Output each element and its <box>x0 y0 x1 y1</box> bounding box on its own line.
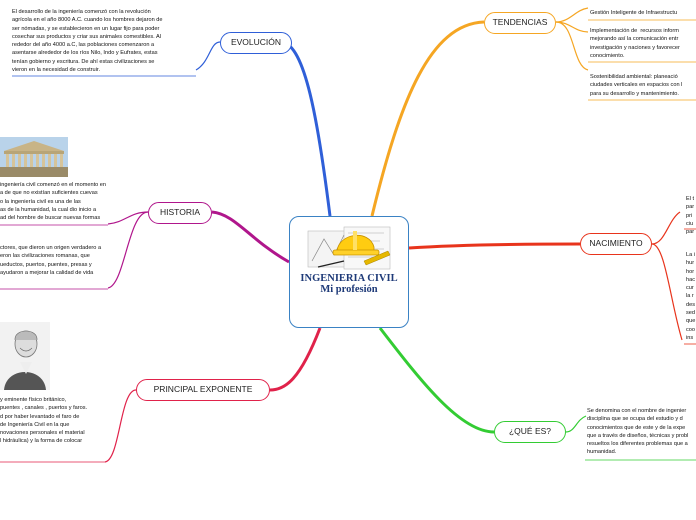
note-line: des <box>686 301 696 308</box>
note-line: la r <box>686 293 694 300</box>
note-line: a de que no existían suficientes cuevas <box>0 190 98 197</box>
engineering-illustration <box>307 226 391 270</box>
note-line: que a través de diseños, técnicas y prob… <box>587 432 689 439</box>
note-line: humanidad. <box>587 449 617 456</box>
note-line: l hidráulica) y la forma de colocar <box>0 438 83 445</box>
note-line: investigación y naciones y favorecer <box>590 44 680 51</box>
historia-note-2: ctores, que dieron un origen verdadero a… <box>0 244 112 289</box>
note-line: ingeniería civil comenzó en el momento e… <box>0 182 107 188</box>
note-line: disciplina que se ocupa del estudio y d <box>587 416 683 423</box>
note-line: de Ingeniería Civil en la que <box>0 421 70 428</box>
link-nacimiento-note1 <box>651 211 681 245</box>
branch-evolucion[interactable]: EVOLUCIÓN <box>220 32 292 54</box>
note-line: ueductos, puertos, puentes, presas y <box>0 261 92 268</box>
que-es-note: Se denomina con el nombre de ingenier dis… <box>587 407 696 460</box>
link-principal-note <box>104 389 137 463</box>
central-topic-title: INGENIERIA CIVIL Mi profesión <box>300 273 398 295</box>
link-evolucion <box>281 40 332 217</box>
branch-historia[interactable]: HISTORIA <box>148 202 212 224</box>
note-line: Implementación de recursos inform <box>590 28 679 34</box>
link-principal <box>269 327 322 392</box>
tendencias-note-2: Implementación de recursos inform mejoran… <box>590 27 696 62</box>
note-line: pri <box>686 212 693 219</box>
note-line: par <box>686 204 695 211</box>
link-que-es-note <box>565 415 587 433</box>
note-line: o la ingeniería civil es una de las <box>0 198 81 205</box>
note-line: par <box>686 229 695 236</box>
note-line: puentes , canales , puertos y faros. <box>0 405 88 412</box>
note-line: El t <box>686 196 695 202</box>
link-tendencias <box>370 20 485 217</box>
note-line: conocimiento. <box>590 52 625 59</box>
note-line: ser nómadas, y se establecieron en un lu… <box>12 25 160 32</box>
link-que-es <box>378 327 495 434</box>
note-line: mejorando así la comunicación entr <box>590 36 679 43</box>
note-line: sed <box>686 310 696 317</box>
portrait-image <box>0 322 50 390</box>
note-line: hac <box>686 276 696 283</box>
note-line: ayudaron a mejorar la calidad de vida <box>0 269 94 276</box>
note-line: rededor del año 4000 a.C, las poblacione… <box>12 42 155 49</box>
note-line: conocimientos que de este y de la expe <box>587 424 686 431</box>
note-line: hor <box>686 268 695 275</box>
branch-principal-exponente[interactable]: PRINCIPAL EXPONENTE <box>136 379 270 401</box>
note-line: as de la humanidad, la cual dio inicio a <box>0 206 97 213</box>
note-line: cosechar sus productos y criar sus anima… <box>12 33 161 40</box>
historia-note-1: ingeniería civil comenzó en el momento e… <box>0 181 112 225</box>
note-line: tenían gobierno y escritura. De ahí esta… <box>12 58 155 65</box>
note-line: agrícola en el año 8000 A.C. cuando los … <box>12 17 163 24</box>
note-line: ins <box>686 334 694 341</box>
note-line: y eminente físico británico, <box>0 397 67 403</box>
note-line: ad del hombre de buscar nuevas formas <box>0 215 101 222</box>
note-line: Sostenibilidad ambiental: planeació <box>590 74 678 80</box>
evolucion-note: El desarrollo de la ingeniería comenzó c… <box>12 8 202 76</box>
link-historia-note1 <box>107 211 149 225</box>
branch-tendencias[interactable]: TENDENCIAS <box>484 12 556 34</box>
link-nacimiento-note2 <box>651 243 683 341</box>
branch-que-es[interactable]: ¿QUÉ ES? <box>494 421 566 443</box>
tendencias-note-3: Sostenibilidad ambiental: planeació ciuda… <box>590 73 696 100</box>
note-line: resueltos los diferentes problemas que a <box>587 441 688 448</box>
link-tendencias-note1 <box>555 7 589 23</box>
note-line: Gestión Inteligente de Infraestructu <box>590 10 678 16</box>
note-line: d por haber levantado el faro de <box>0 413 80 420</box>
note-line: El desarrollo de la ingeniería comenzó c… <box>12 9 151 15</box>
link-evolucion-note <box>195 41 221 71</box>
link-historia-note2 <box>107 211 149 289</box>
link-tendencias-note3 <box>555 21 589 71</box>
note-line: vieron en la necesidad de construir. <box>12 67 101 74</box>
principal-note: y eminente físico británico, puentes , ca… <box>0 396 110 462</box>
note-line: para su desarrollo y mantenimiento. <box>590 90 679 97</box>
link-historia <box>211 210 290 264</box>
note-line: hur <box>686 260 695 267</box>
note-line: coo <box>686 326 696 333</box>
note-line: ctores, que dieron un origen verdadero a <box>0 245 102 251</box>
note-line: novaciones personales el material <box>0 430 85 437</box>
parthenon-image <box>0 137 68 177</box>
note-line: ciudades verticales en espacios con l <box>590 82 683 89</box>
note-line: que <box>686 318 696 325</box>
note-line: La i <box>686 252 696 258</box>
note-line: eron las civilizaciones romanas, que <box>0 253 90 260</box>
branch-nacimiento[interactable]: NACIMIENTO <box>580 233 652 255</box>
note-line: ciu <box>686 220 694 227</box>
central-topic[interactable]: INGENIERIA CIVIL Mi profesión <box>289 216 409 328</box>
note-line: Se denomina con el nombre de ingenier <box>587 408 687 414</box>
note-line: asentarse alrededor de los ríos Nilo, In… <box>12 50 158 57</box>
note-line: cur <box>686 285 694 292</box>
link-nacimiento <box>408 242 581 250</box>
tendencias-note-1: Gestión Inteligente de Infraestructu <box>590 9 696 19</box>
